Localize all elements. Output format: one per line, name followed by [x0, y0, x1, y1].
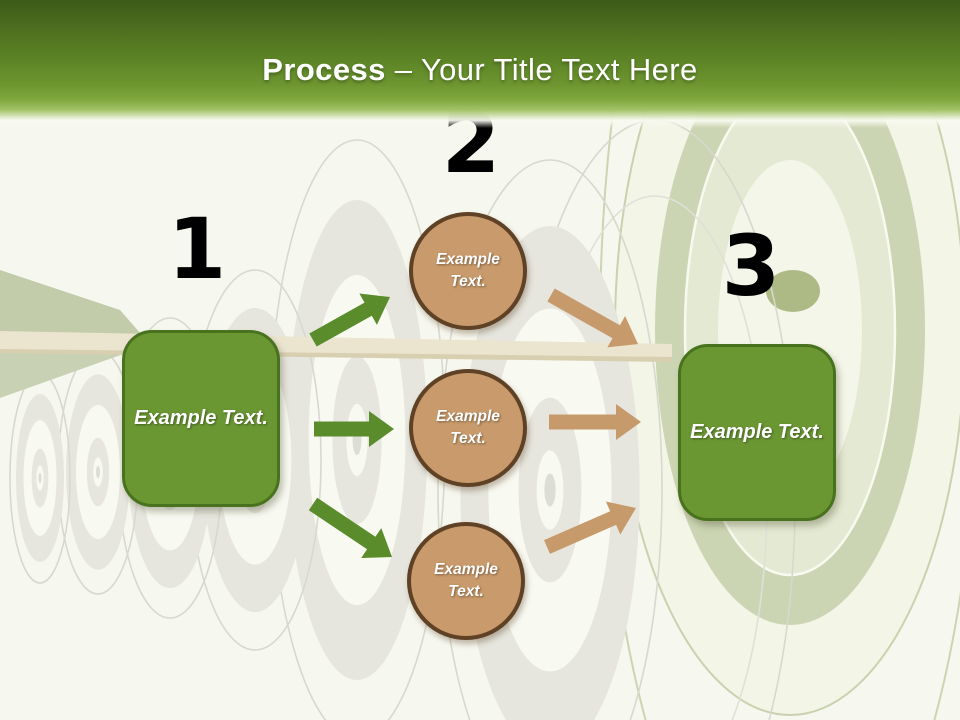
flow-arrows	[308, 288, 641, 558]
bullseye-center	[766, 270, 820, 312]
step-1-label: Example Text.	[134, 407, 268, 429]
gray-target-ring	[544, 473, 556, 507]
step-3-box: Example Text.	[678, 344, 836, 521]
step-2-circle-middle: Example Text.	[409, 369, 527, 487]
arrow-step1-to-top-circle	[309, 293, 390, 347]
step-1-box: Example Text.	[122, 330, 280, 507]
step-number-3: 3	[721, 217, 781, 315]
arrow-step1-to-middle-circle	[314, 411, 394, 447]
step-3-label: Example Text.	[690, 421, 824, 443]
arrow-top-circle-to-step3	[547, 288, 638, 348]
step-2-top-label: Example Text.	[436, 250, 500, 290]
step-number-1: 1	[167, 200, 227, 298]
arrow-step1-to-bottom-circle	[308, 497, 392, 558]
arrow-middle-circle-to-step3	[549, 404, 641, 440]
step-2-circle-bottom: Example Text.	[407, 522, 525, 640]
step-2-bottom-label: Example Text.	[434, 560, 498, 600]
step-2-circle-top: Example Text.	[409, 212, 527, 330]
gray-target-ring	[38, 472, 42, 484]
arrow-fletching	[0, 270, 148, 398]
gray-target-ring	[96, 465, 100, 479]
step-2-middle-label: Example Text.	[436, 407, 500, 447]
gray-target-ring	[437, 159, 663, 720]
arrow-bottom-circle-to-step3	[544, 501, 636, 554]
step-number-2: 2	[441, 94, 501, 192]
